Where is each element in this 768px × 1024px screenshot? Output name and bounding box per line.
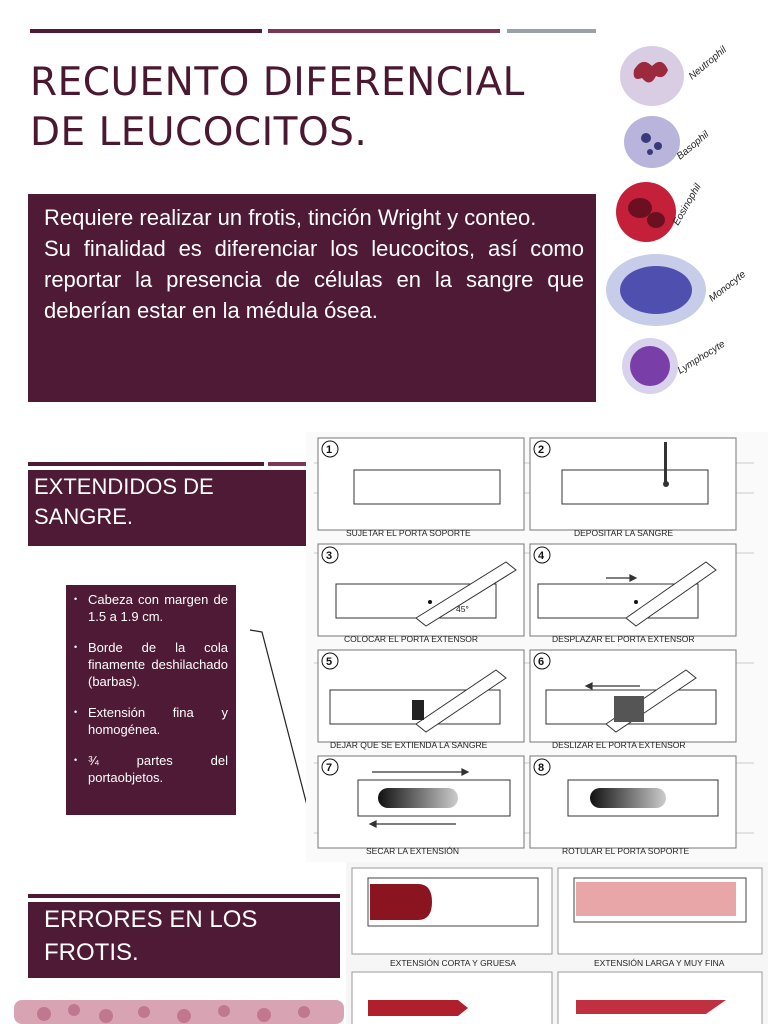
step-number: 8	[538, 762, 544, 774]
section1-rule-b	[268, 462, 306, 466]
step-label: ROTULAR EL PORTA SOPORTE	[562, 846, 690, 856]
cell-label-neutrophil: Neutrophil	[687, 44, 730, 82]
criteria-box: Cabeza con margen de 1.5 a 1.9 cm. Borde…	[66, 585, 236, 815]
smear-errors-diagram: EXTENSIÓN CORTA Y GRUESA EXTENSIÓN LARGA…	[346, 862, 768, 1024]
page-title: RECUENTO DIFERENCIAL DE LEUCOCITOS.	[30, 60, 525, 155]
section1-title: EXTENDIDOS DE SANGRE.	[34, 474, 214, 529]
cell-label-lymphocyte: Lymphocyte	[676, 339, 728, 377]
step-label: COLOCAR EL PORTA EXTENSOR	[344, 634, 478, 644]
error-label: EXTENSIÓN CORTA Y GRUESA	[390, 958, 516, 968]
eosinophil-image	[616, 182, 676, 242]
intro-text: Requiere realizar un frotis, tinción Wri…	[44, 202, 584, 326]
step-label: DEJAR QUE SE EXTIENDA LA SANGRE	[330, 740, 488, 750]
intro-line-1: Requiere realizar un frotis, tinción Wri…	[44, 205, 537, 230]
intro-box: Requiere realizar un frotis, tinción Wri…	[28, 194, 596, 402]
top-rule-1	[30, 29, 262, 33]
top-rule-3	[507, 29, 596, 33]
lymphocyte-image	[622, 338, 678, 394]
step-number: 3	[326, 550, 332, 562]
connector-line	[249, 629, 317, 841]
blood-smear-photo	[14, 1000, 344, 1024]
step-number: 1	[326, 444, 332, 456]
section2-rule	[28, 894, 340, 898]
cell-label-eosinophil: Eosinophil	[671, 181, 704, 227]
cell-label-monocyte: Monocyte	[707, 269, 748, 305]
criteria-item: Cabeza con margen de 1.5 a 1.9 cm.	[74, 591, 228, 625]
leukocyte-illustrations: Neutrophil Basophil Eosinophil Monocyte …	[606, 44, 748, 394]
step-number: 2	[538, 444, 544, 456]
smear-steps-diagram: 1 2 3 4 5 6 7 8 45°	[306, 432, 768, 862]
section1-rule-a	[28, 462, 264, 466]
criteria-list: Cabeza con margen de 1.5 a 1.9 cm. Borde…	[66, 585, 236, 786]
step-label: DESLIZAR EL PORTA EXTENSOR	[552, 740, 686, 750]
step-number: 5	[326, 656, 332, 668]
step-number: 4	[538, 550, 545, 562]
step-label: DEPOSITAR LA SANGRE	[574, 528, 673, 538]
angle-label: 45°	[456, 604, 469, 614]
section1-title-box: EXTENDIDOS DE SANGRE.	[28, 470, 306, 546]
criteria-item: ¾ partes del portaobjetos.	[74, 752, 228, 786]
criteria-item: Extensión fina y homogénea.	[74, 704, 228, 738]
step-number: 7	[326, 762, 332, 774]
step-label: SUJETAR EL PORTA SOPORTE	[346, 528, 471, 538]
criteria-item: Borde de la cola finamente deshilachado …	[74, 639, 228, 690]
step-label: SECAR LA EXTENSIÓN	[366, 846, 459, 856]
neutrophil-image	[620, 46, 684, 106]
section2-title-box: ERRORES EN LOS FROTIS.	[28, 902, 340, 978]
monocyte-image	[606, 254, 706, 326]
step-number: 6	[538, 656, 544, 668]
error-label: EXTENSIÓN LARGA Y MUY FINA	[594, 958, 725, 968]
section2-title: ERRORES EN LOS FROTIS.	[44, 906, 258, 966]
cell-label-basophil: Basophil	[675, 129, 712, 163]
intro-line-2: Su finalidad es diferenciar los leucocit…	[44, 236, 584, 323]
step-label: DESPLAZAR EL PORTA EXTENSOR	[552, 634, 695, 644]
basophil-image	[624, 116, 680, 168]
top-rule-2	[268, 29, 500, 33]
